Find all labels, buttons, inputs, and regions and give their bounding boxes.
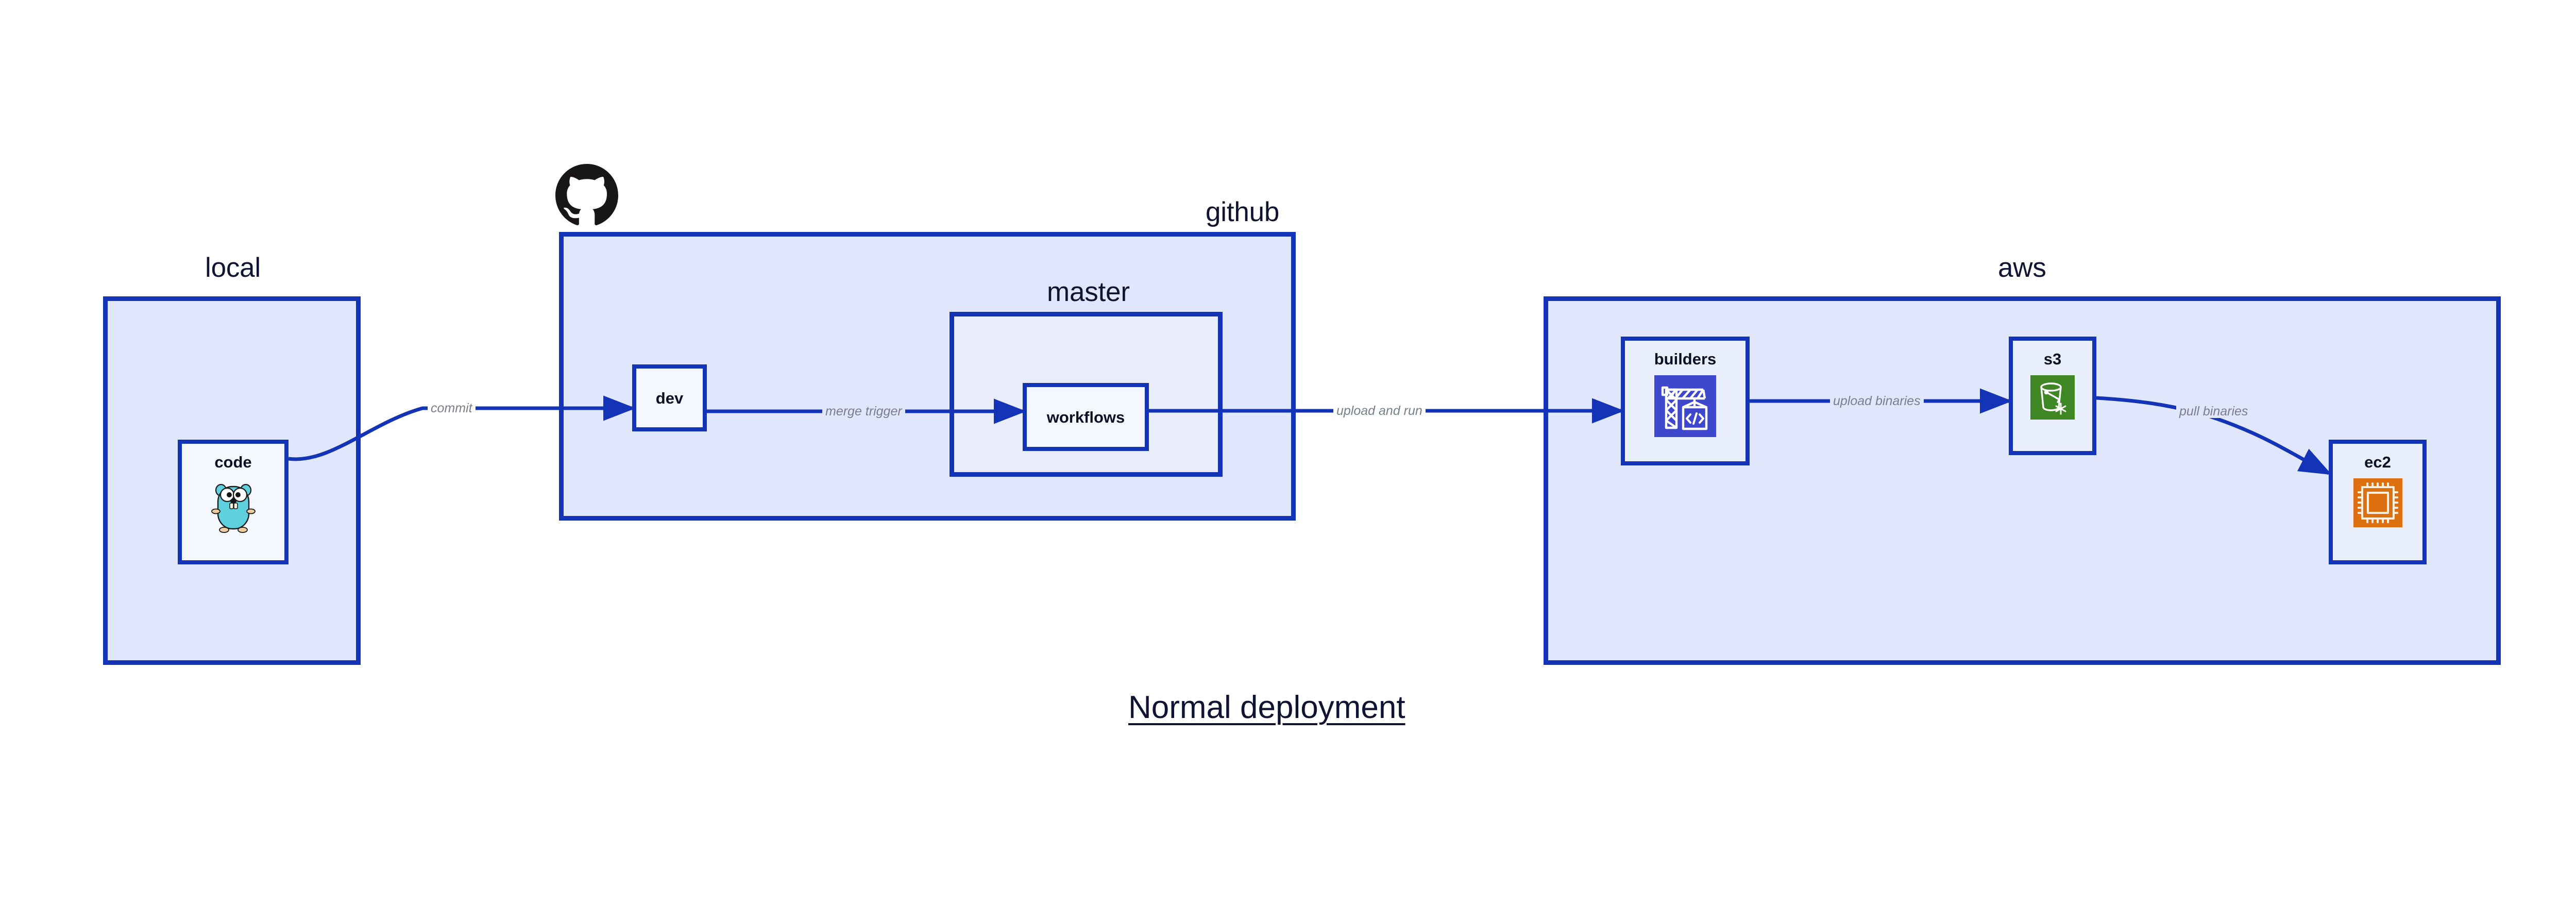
node-label-builders: builders — [1654, 350, 1717, 368]
node-label-ec2: ec2 — [2364, 453, 2391, 471]
zone-label-master: master — [1047, 277, 1130, 307]
node-label-workflows: workflows — [1046, 408, 1125, 426]
aws-ec2-icon — [2353, 478, 2402, 530]
node-builders[interactable]: builders — [1621, 337, 1750, 465]
edge-label-upload-binaries: upload binaries — [1830, 395, 1924, 408]
edge-label-merge-trigger: merge trigger — [822, 405, 905, 418]
zone-label-local: local — [205, 253, 261, 283]
edge-label-pull-binaries: pull binaries — [2176, 405, 2251, 418]
edge-label-upload-and-run: upload and run — [1333, 405, 1426, 417]
zone-label-aws: aws — [1998, 253, 2046, 283]
node-s3[interactable]: s3 — [2009, 337, 2096, 455]
aws-codebuild-icon — [1654, 375, 1716, 440]
node-code[interactable]: code — [178, 440, 289, 564]
edge-label-commit: commit — [428, 402, 476, 415]
aws-s3-icon — [2030, 375, 2075, 422]
node-workflows[interactable]: workflows — [1023, 383, 1149, 451]
zone-label-github: github — [1206, 197, 1280, 227]
diagram-title: Normal deployment — [1128, 690, 1405, 725]
github-octocat-logo — [555, 164, 618, 227]
node-label-s3: s3 — [2043, 350, 2062, 368]
node-label-dev: dev — [655, 389, 684, 407]
node-ec2[interactable]: ec2 — [2329, 440, 2427, 564]
node-dev[interactable]: dev — [632, 364, 707, 431]
go-gopher-icon — [210, 478, 257, 537]
node-label-code: code — [214, 453, 252, 471]
